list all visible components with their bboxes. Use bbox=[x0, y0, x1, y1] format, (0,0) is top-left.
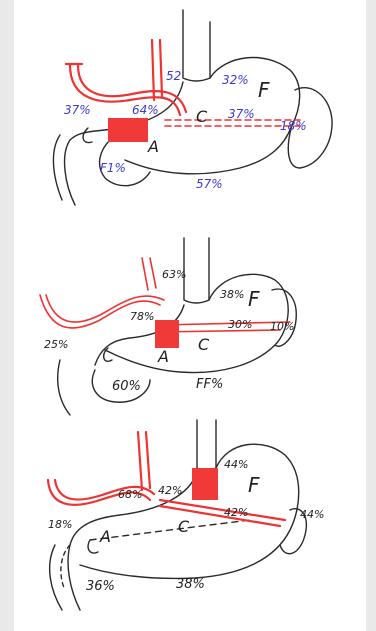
s1-value-3: 37% bbox=[64, 103, 91, 117]
s2-value-8: FF% bbox=[196, 377, 223, 392]
s1-value-5: 37% bbox=[228, 107, 255, 121]
s2-value-5: 10% bbox=[270, 320, 294, 333]
s2-value-1: 63% bbox=[162, 268, 186, 281]
s1-value-2: 32% bbox=[222, 73, 249, 87]
sketch-3-antrum-block bbox=[192, 468, 218, 500]
s1-label-f: F bbox=[258, 78, 270, 102]
s3-label-f: F bbox=[248, 473, 260, 497]
s2-value-3: 78% bbox=[130, 310, 154, 323]
sketch-2-antrum-block bbox=[155, 320, 179, 348]
s3-value-5: 44% bbox=[300, 508, 324, 521]
s1-value-6: 18% bbox=[280, 119, 307, 133]
s3-value-1: 44% bbox=[224, 458, 248, 471]
s2-value-6: 25% bbox=[44, 338, 68, 351]
s1-value-1: 52 bbox=[166, 69, 181, 83]
s2-value-4: 30% bbox=[228, 318, 252, 331]
s2-label-c: C bbox=[198, 335, 210, 354]
s1-label-c: C bbox=[196, 107, 208, 126]
s1-value-7: F1% bbox=[100, 161, 126, 175]
s2-value-7: 60% bbox=[112, 379, 141, 394]
s2-label-a: A bbox=[157, 347, 169, 366]
sketch-1-stomach bbox=[53, 10, 332, 205]
s3-label-c: C bbox=[178, 517, 190, 536]
s3-value-6: 18% bbox=[48, 518, 72, 531]
s1-value-8: 57% bbox=[196, 177, 223, 191]
s3-value-4: 42% bbox=[224, 506, 248, 519]
s2-label-f: F bbox=[248, 287, 260, 311]
s2-value-2: 38% bbox=[220, 288, 244, 301]
s3-value-7: 36% bbox=[86, 579, 115, 594]
s1-label-a: A bbox=[147, 137, 159, 156]
s3-value-2: 42% bbox=[158, 484, 182, 497]
s3-value-3: 68% bbox=[118, 488, 142, 501]
s3-label-a: A bbox=[99, 527, 111, 546]
s3-value-8: 38% bbox=[176, 577, 205, 592]
sketch-1-antrum-block bbox=[108, 118, 148, 142]
s1-value-4: 64% bbox=[132, 103, 159, 117]
